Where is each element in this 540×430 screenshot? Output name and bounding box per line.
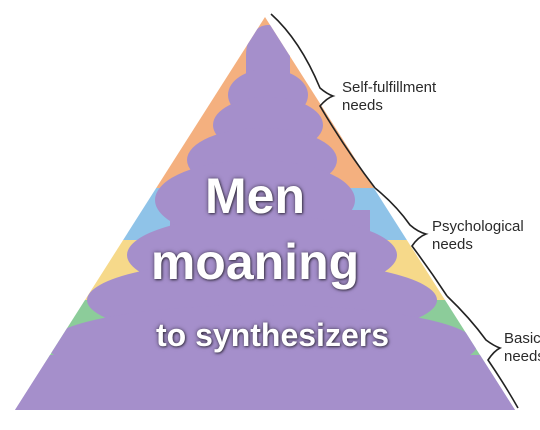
label-self-fulfillment-line2: needs xyxy=(342,97,383,114)
label-self-fulfillment: Self-fulfillment needs xyxy=(342,79,436,115)
caption-line1: Men xyxy=(205,168,305,224)
bracket-basic xyxy=(446,295,519,409)
caption-line2: moaning xyxy=(150,234,360,290)
bracket-psychological xyxy=(374,187,448,297)
level-brackets xyxy=(270,13,519,409)
label-basic-line2: needs xyxy=(504,348,540,365)
label-basic-line1: Basic xyxy=(504,330,540,347)
label-psychological-line2: needs xyxy=(432,236,473,253)
label-self-fulfillment-line1: Self-fulfillment xyxy=(342,79,437,96)
purple-cloud-overlay xyxy=(15,25,515,410)
bracket-self-fulfillment xyxy=(270,13,376,189)
label-psychological-line1: Psychological xyxy=(432,218,524,235)
label-basic: Basic needs xyxy=(504,330,540,366)
caption-line3: to synthesizers xyxy=(156,317,389,353)
label-psychological: Psychological needs xyxy=(432,218,524,254)
